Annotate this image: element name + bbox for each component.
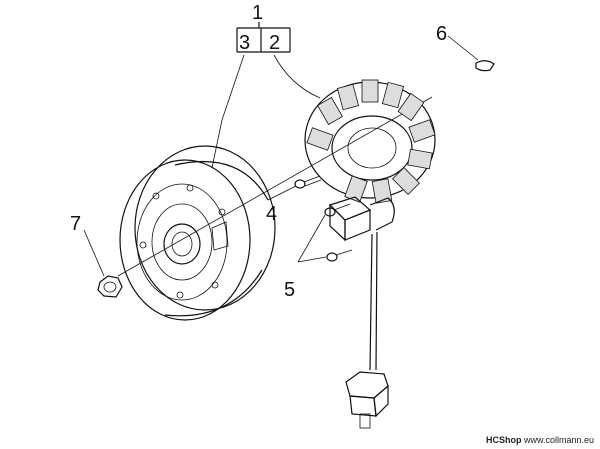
leader-line-4 [267,185,297,201]
callout-7: 7 [70,213,81,235]
callout-5: 5 [284,279,295,301]
assembly-axis-line [117,96,433,277]
leader-line-3 [211,54,245,169]
watermark-site: www.collmann.eu [523,435,594,445]
flywheel-rotor [119,145,276,321]
cable-connector [345,371,389,429]
watermark: HCShop www.collmann.eu [486,435,594,445]
callout-bracket [236,22,291,53]
leader-line-2 [273,54,321,99]
stator-cable [369,231,378,371]
leader-line-5a [297,214,326,263]
callout-4: 4 [266,203,277,225]
callout-1: 1 [252,2,263,24]
callout-2: 2 [269,32,280,54]
screw-4 [294,175,322,189]
woodruff-key [475,60,495,72]
callout-6: 6 [436,23,447,45]
leader-line-5b [297,256,327,263]
leader-line-6 [447,35,479,61]
watermark-brand: HCShop [485,435,522,445]
stator [304,79,436,204]
leader-lines [83,35,479,277]
flywheel-nut [97,275,123,298]
leader-line-7 [83,229,105,277]
pickup-coil [328,196,395,242]
callout-3: 3 [239,32,250,54]
screws-5 [324,203,353,262]
